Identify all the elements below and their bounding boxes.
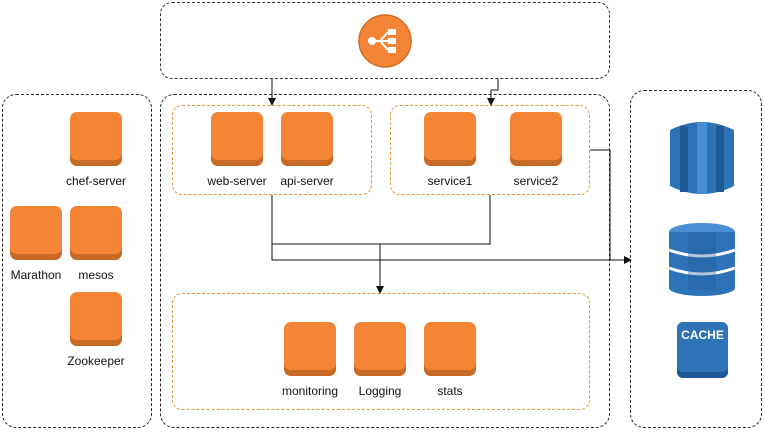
cluster-group: [2, 94, 152, 428]
service2-label: service2: [513, 174, 559, 188]
database-stack-icon: [668, 222, 736, 296]
api-server-node: [281, 112, 333, 166]
logging-node: [354, 322, 406, 376]
service1-node: [424, 112, 476, 166]
marathon-label: Marathon: [10, 268, 62, 282]
stats-label: stats: [437, 384, 463, 398]
service1-label: service1: [427, 174, 473, 188]
cache-label: CACHE: [681, 328, 724, 342]
load-balancer-group: [160, 2, 610, 79]
service2-node: [510, 112, 562, 166]
database-icon: [670, 120, 734, 196]
chef-server-label: chef-server: [65, 174, 127, 188]
zookeeper-node: [70, 292, 122, 346]
logging-label: Logging: [358, 384, 402, 398]
mesos-label: mesos: [78, 268, 114, 282]
api-server-label: api-server: [280, 174, 334, 188]
load-balancer-icon: [358, 14, 412, 68]
monitoring-label: monitoring: [281, 384, 339, 398]
chef-server-node: [70, 112, 122, 166]
mesos-node: [70, 206, 122, 260]
monitoring-node: [284, 322, 336, 376]
application-group: [160, 94, 610, 428]
cache-icon: CACHE: [677, 322, 728, 378]
web-server-node: [211, 112, 263, 166]
marathon-node: [10, 206, 62, 260]
zookeeper-label: Zookeeper: [67, 354, 125, 368]
stats-node: [424, 322, 476, 376]
web-server-label: web-server: [207, 174, 267, 188]
